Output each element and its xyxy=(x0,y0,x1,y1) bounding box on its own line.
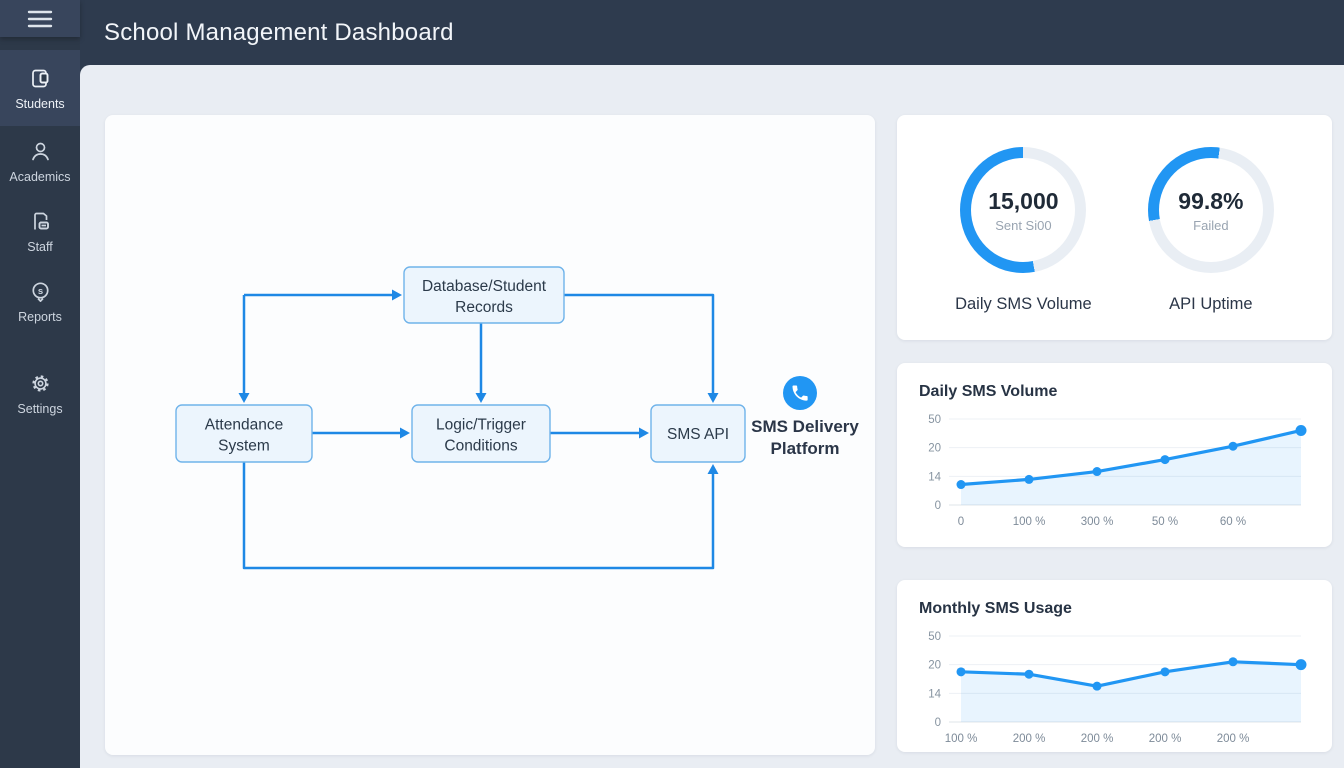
data-point xyxy=(1024,669,1034,679)
y-tick-label: 50 xyxy=(928,631,941,643)
data-point xyxy=(1295,424,1307,436)
hamburger-icon xyxy=(27,10,53,27)
data-point xyxy=(1092,467,1102,477)
sidebar-item-label: Reports xyxy=(18,310,62,324)
data-line xyxy=(959,660,1303,688)
x-tick-label: 200 % xyxy=(1217,733,1250,745)
report-bubble-icon: s xyxy=(29,279,52,303)
arrowhead xyxy=(707,393,719,403)
data-point xyxy=(956,667,966,677)
daily-sms-volume-donut: 15,000 Sent Si00 Daily SMS Volume xyxy=(955,147,1092,314)
arrowhead xyxy=(707,464,719,474)
area-fill xyxy=(961,430,1301,505)
sidebar-item-label: Academics xyxy=(9,170,71,184)
staff-card-icon xyxy=(29,209,52,233)
daily-sms-volume-chart-card: Daily SMS Volume 50 20 14 0 0 100 % 300 % 50 % 6… xyxy=(897,363,1332,547)
flow-node-db xyxy=(403,266,565,324)
app-header: School Management Dashboard xyxy=(80,0,1344,65)
data-point xyxy=(1024,474,1034,484)
x-tick-label: 60 % xyxy=(1220,516,1246,528)
flow-node-label: System xyxy=(218,438,270,455)
flow-node-label: Logic/Trigger xyxy=(436,417,526,434)
stats-card: 15,000 Sent Si00 Daily SMS Volume 99.8% … xyxy=(897,115,1332,340)
donut-title: API Uptime xyxy=(1169,295,1253,313)
x-tick-label: 0 xyxy=(958,516,964,528)
y-tick-label: 14 xyxy=(928,471,941,483)
x-tick-label: 50 % xyxy=(1152,516,1178,528)
person-icon xyxy=(29,139,52,163)
donut-title: Daily SMS Volume xyxy=(955,295,1092,313)
arrowhead xyxy=(475,393,487,403)
platform-label: Platform xyxy=(771,439,840,458)
flow-node-api xyxy=(650,404,746,463)
flow-node-label: Conditions xyxy=(444,438,517,455)
x-tick-label: 300 % xyxy=(1081,516,1114,528)
phone-glyph xyxy=(792,385,808,401)
x-tick-label: 100 % xyxy=(1013,516,1046,528)
daily-sms-volume-line-chart: 50 20 14 0 0 100 % 300 % 50 % 60 % xyxy=(928,414,1307,528)
sidebar-item-staff[interactable]: Staff xyxy=(0,196,80,266)
donut-sublabel: Sent Si00 xyxy=(995,217,1052,233)
area-fill xyxy=(961,661,1301,722)
sidebar-item-label: Students xyxy=(15,97,65,111)
data-line xyxy=(959,428,1303,487)
data-point xyxy=(1228,441,1238,451)
sidebar-item-label: Staff xyxy=(27,240,53,254)
platform-label: SMS Delivery xyxy=(751,417,859,436)
chart-title: Monthly SMS Usage xyxy=(919,600,1072,617)
flow-node-logic xyxy=(411,404,551,463)
donut-chart: 15,000 Sent Si00 xyxy=(960,147,1087,273)
x-tick-label: 200 % xyxy=(1013,733,1046,745)
donut-sublabel: Failed xyxy=(1193,217,1229,233)
student-badge-icon xyxy=(29,66,52,90)
y-tick-label: 20 xyxy=(928,443,941,455)
sidebar-item-students[interactable]: Students xyxy=(0,50,80,126)
gear-icon xyxy=(29,371,52,395)
x-tick-label: 100 % xyxy=(945,733,978,745)
flow-node-label: Attendance xyxy=(205,417,283,434)
y-tick-label: 50 xyxy=(928,414,941,426)
page-title: School Management Dashboard xyxy=(104,18,454,46)
y-tick-label: 20 xyxy=(928,660,941,672)
sidebar-item-label: Settings xyxy=(17,402,63,416)
flow-node-label: SMS API xyxy=(667,426,729,443)
api-uptime-donut: 99.8% Failed API Uptime xyxy=(1147,147,1274,314)
flow-node-att xyxy=(175,404,313,463)
x-tick-label: 200 % xyxy=(1149,733,1182,745)
flow-node-label: Database/Student xyxy=(422,278,547,295)
arrowhead xyxy=(238,393,250,403)
arrowhead xyxy=(639,427,649,439)
donut-value: 99.8% xyxy=(1178,187,1244,214)
sidebar-item-settings[interactable]: Settings xyxy=(0,358,80,428)
flow-arrow xyxy=(564,293,715,396)
monthly-sms-usage-line-chart: 50 20 14 0 100 % 200 % 200 % 200 % 200 % xyxy=(928,631,1307,745)
data-point xyxy=(1295,659,1307,671)
data-point xyxy=(956,480,966,490)
flow-node-label: Records xyxy=(455,299,513,316)
chart-title: Daily SMS Volume xyxy=(919,383,1058,400)
arrowhead xyxy=(400,427,410,439)
y-tick-label: 0 xyxy=(935,717,941,729)
svg-text:s: s xyxy=(37,286,42,297)
donut-value: 15,000 xyxy=(988,187,1059,214)
data-point xyxy=(1092,681,1102,691)
data-point xyxy=(1160,455,1170,465)
data-point xyxy=(1228,657,1238,667)
flow-arrow xyxy=(242,462,715,570)
monthly-sms-usage-chart-card: Monthly SMS Usage 50 20 14 0 100 % 200 % 200 %… xyxy=(897,580,1332,752)
sidebar-item-academics[interactable]: Academics xyxy=(0,126,80,196)
donut-chart: 99.8% Failed xyxy=(1147,147,1274,273)
x-tick-label: 200 % xyxy=(1081,733,1114,745)
phone-icon xyxy=(783,376,817,410)
y-tick-label: 0 xyxy=(935,500,941,512)
y-tick-label: 14 xyxy=(928,688,941,700)
data-point xyxy=(1160,667,1170,677)
arrowhead xyxy=(392,289,402,301)
hamburger-menu-button[interactable] xyxy=(0,0,80,37)
